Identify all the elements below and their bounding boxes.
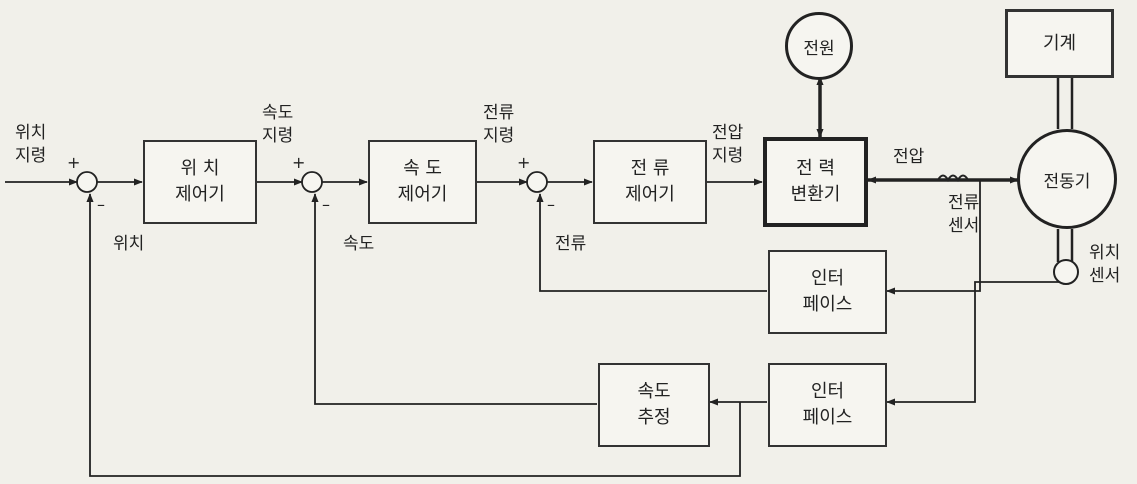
voltage-label: 전압	[893, 147, 925, 167]
current-feedback-label: 전류	[555, 234, 587, 254]
sum1-plus-sign: +	[67, 153, 81, 172]
speed-feedback-label: 속도	[343, 234, 375, 254]
speed-command-label: 속도 지령	[262, 103, 294, 146]
position-interface-block: 인터 페이스	[768, 363, 887, 447]
position-sensor-circle	[1053, 259, 1079, 285]
sum-junction-speed	[301, 171, 323, 193]
power-converter-block: 전 력 변환기	[763, 137, 868, 227]
position-sensor-label: 위치 센서	[1089, 243, 1121, 286]
position-feedback-label: 위치	[113, 234, 145, 254]
sum1-minus-sign: –	[97, 195, 105, 214]
current-command-label: 전류 지령	[483, 103, 515, 146]
motor-node: 전동기	[1017, 129, 1117, 229]
wire-position-sensor-feedback	[886, 281, 1066, 406]
wire-position-feedback	[86, 193, 741, 477]
power-source-node: 전원	[785, 12, 853, 80]
sum3-minus-sign: –	[547, 195, 555, 214]
wire-current-sensor-feedback	[886, 180, 981, 295]
sum2-plus-sign: +	[292, 153, 306, 172]
current-controller-block: 전 류 제어기	[593, 140, 707, 224]
machine-block: 기계	[1005, 9, 1114, 78]
sum3-plus-sign: +	[517, 153, 531, 172]
speed-controller-block: 속 도 제어기	[368, 140, 477, 224]
current-sensor-label: 전류 센서	[948, 193, 980, 236]
current-interface-block: 인터 페이스	[768, 250, 887, 334]
speed-estimation-block: 속도 추정	[598, 363, 710, 447]
sum-junction-position	[76, 171, 98, 193]
wire-current-feedback	[536, 193, 767, 292]
wire-speed-feedback	[311, 193, 597, 405]
position-command-label: 위치 지령	[15, 123, 47, 166]
sum2-minus-sign: –	[322, 195, 330, 214]
sum-junction-current	[526, 171, 548, 193]
voltage-command-label: 전압 지령	[712, 123, 744, 166]
position-controller-block: 위 치 제어기	[143, 140, 257, 224]
current-sensor-coil	[937, 174, 969, 183]
